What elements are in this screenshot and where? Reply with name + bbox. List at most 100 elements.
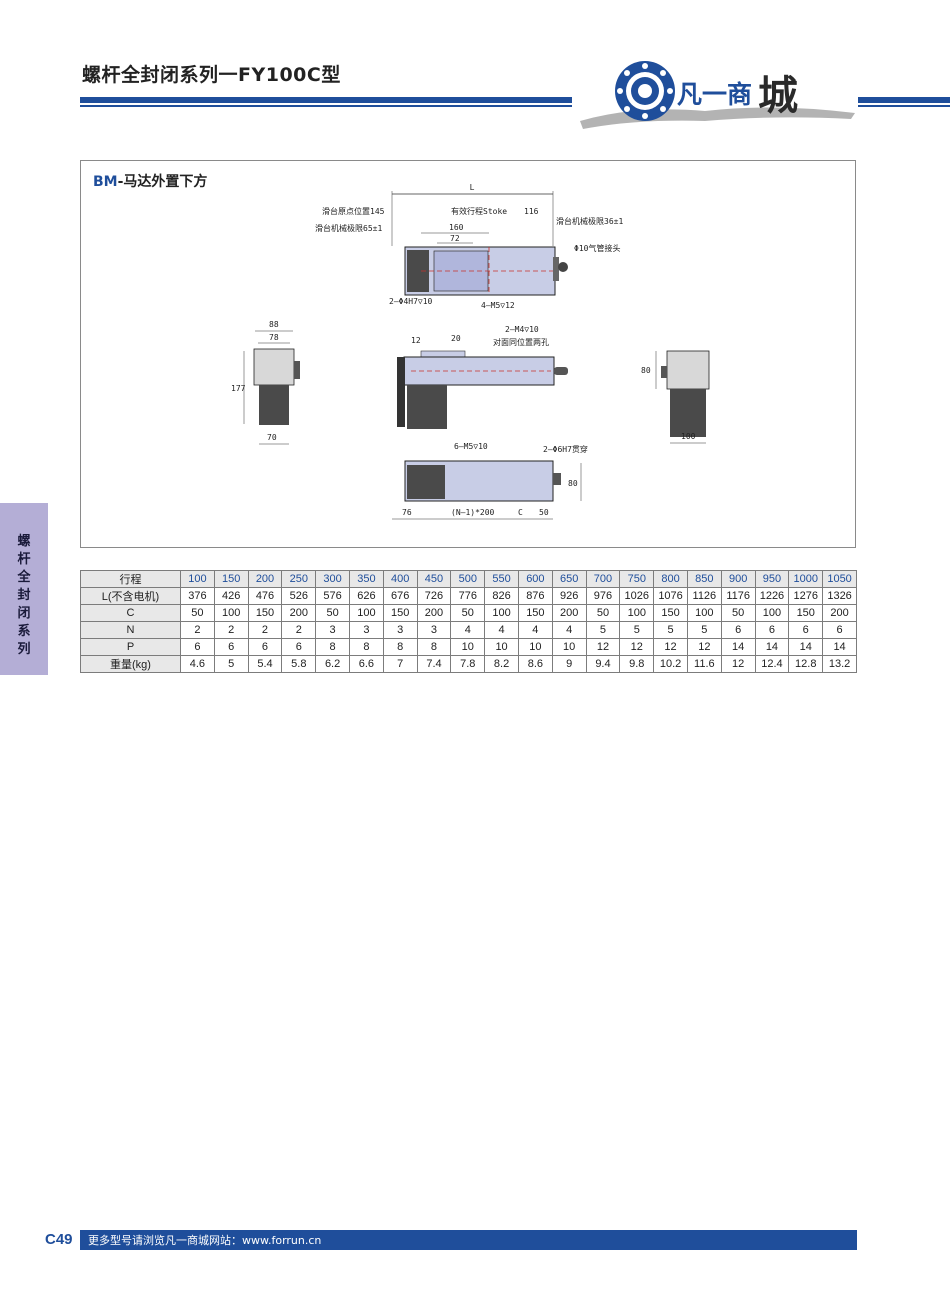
row-label: P xyxy=(80,638,181,656)
table-cell: 200 xyxy=(822,604,857,622)
table-cell: 926 xyxy=(551,587,587,605)
table-cell: 10.2 xyxy=(653,655,688,673)
table-cell: 12 xyxy=(585,638,621,656)
table-cell: 8.2 xyxy=(484,655,519,673)
table-cell: 5 xyxy=(585,621,621,639)
row-label: L(不含电机) xyxy=(80,587,181,605)
label-m4: 2—M4▽10 xyxy=(505,325,539,334)
table-cell: 7 xyxy=(382,655,418,673)
table-cell: 3 xyxy=(348,621,384,639)
table-cell: 1000 xyxy=(788,570,824,588)
table-cell: 10 xyxy=(450,638,486,656)
technical-drawing: L 滑台原点位置145 滑台机械极限65±1 有效行程Stoke 116 滑台机… xyxy=(231,183,710,520)
label-hole-right: 4—M5▽12 xyxy=(481,301,515,310)
table-cell: 50 xyxy=(450,604,486,622)
dim-72: 72 xyxy=(450,234,460,243)
table-cell: 6 xyxy=(247,638,283,656)
table-cell: 100 xyxy=(619,604,655,622)
table-cell: 12 xyxy=(653,638,688,656)
table-cell: 5 xyxy=(653,621,688,639)
table-cell: 9 xyxy=(551,655,587,673)
label-6h7: 2—Φ6H7贯穿 xyxy=(543,444,588,454)
table-cell: 4 xyxy=(517,621,553,639)
header-rule-thick-left xyxy=(80,97,572,103)
table-cell: 676 xyxy=(382,587,418,605)
table-cell: 1050 xyxy=(822,570,857,588)
table-cell: 300 xyxy=(315,570,350,588)
label-limit-left: 滑台机械极限65±1 xyxy=(315,223,382,233)
table-cell: 200 xyxy=(551,604,587,622)
table-cell: 50 xyxy=(180,604,215,622)
table-cell: 776 xyxy=(450,587,486,605)
table-cell: 150 xyxy=(788,604,824,622)
table-cell: 200 xyxy=(247,570,283,588)
table-cell: 1226 xyxy=(754,587,790,605)
table-cell: 6 xyxy=(720,621,756,639)
table-cell: 14 xyxy=(754,638,790,656)
header-rule-thin-left xyxy=(80,105,572,107)
row-label: 重量(kg) xyxy=(80,655,181,673)
table-cell: 14 xyxy=(822,638,857,656)
dim-116: 116 xyxy=(524,207,539,216)
header-rule-thick-right xyxy=(858,97,950,103)
table-cell: 150 xyxy=(653,604,688,622)
table-cell: 876 xyxy=(517,587,553,605)
table-cell: 6 xyxy=(754,621,790,639)
label-limit-right: 滑台机械极限36±1 xyxy=(556,216,623,226)
dim-50: 50 xyxy=(539,508,549,517)
table-cell: 900 xyxy=(720,570,756,588)
table-cell: 750 xyxy=(619,570,655,588)
table-cell: 1176 xyxy=(720,587,756,605)
table-cell: 6 xyxy=(822,621,857,639)
table-cell: 6.2 xyxy=(315,655,350,673)
table-cell: 826 xyxy=(484,587,519,605)
table-cell: 626 xyxy=(348,587,384,605)
table-cell: 2 xyxy=(213,621,249,639)
table-cell: 6 xyxy=(213,638,249,656)
table-cell: 7.4 xyxy=(416,655,452,673)
table-cell: 550 xyxy=(484,570,519,588)
table-cell: 5 xyxy=(686,621,722,639)
table-cell: 11.6 xyxy=(686,655,722,673)
table-cell: 12 xyxy=(686,638,722,656)
table-cell: 150 xyxy=(382,604,418,622)
table-cell: 2 xyxy=(247,621,283,639)
table-cell: 12 xyxy=(619,638,655,656)
side-tab: 螺杆全封闭系列 xyxy=(0,503,48,675)
dim-n200: (N—1)*200 xyxy=(451,508,495,517)
table-cell: 100 xyxy=(754,604,790,622)
dim-80-right: 80 xyxy=(641,366,651,375)
table-cell: 12 xyxy=(720,655,756,673)
table-cell: 6 xyxy=(788,621,824,639)
table-cell: 250 xyxy=(281,570,317,588)
table-cell: 2 xyxy=(180,621,215,639)
dim-c: C xyxy=(518,508,523,517)
table-cell: 14 xyxy=(788,638,824,656)
table-cell: 5.4 xyxy=(247,655,283,673)
left-end-view: 88 78 177 70 xyxy=(231,320,300,445)
table-cell: 6 xyxy=(180,638,215,656)
table-cell: 150 xyxy=(213,570,249,588)
table-cell: 5 xyxy=(213,655,249,673)
dim-100: 100 xyxy=(681,432,696,441)
table-cell: 1126 xyxy=(686,587,722,605)
table-cell: 100 xyxy=(213,604,249,622)
table-cell: 50 xyxy=(720,604,756,622)
table-cell: 12.8 xyxy=(788,655,824,673)
table-cell: 650 xyxy=(551,570,587,588)
table-cell: 476 xyxy=(247,587,283,605)
dim-12: 12 xyxy=(411,336,421,345)
table-cell: 5.8 xyxy=(281,655,317,673)
panel-title: BM-马达外置下方 xyxy=(93,171,207,191)
label-stroke: 有效行程Stoke xyxy=(451,206,507,216)
table-cell: 100 xyxy=(348,604,384,622)
table-cell: 3 xyxy=(315,621,350,639)
dim-88: 88 xyxy=(269,320,279,329)
table-cell: 400 xyxy=(382,570,418,588)
